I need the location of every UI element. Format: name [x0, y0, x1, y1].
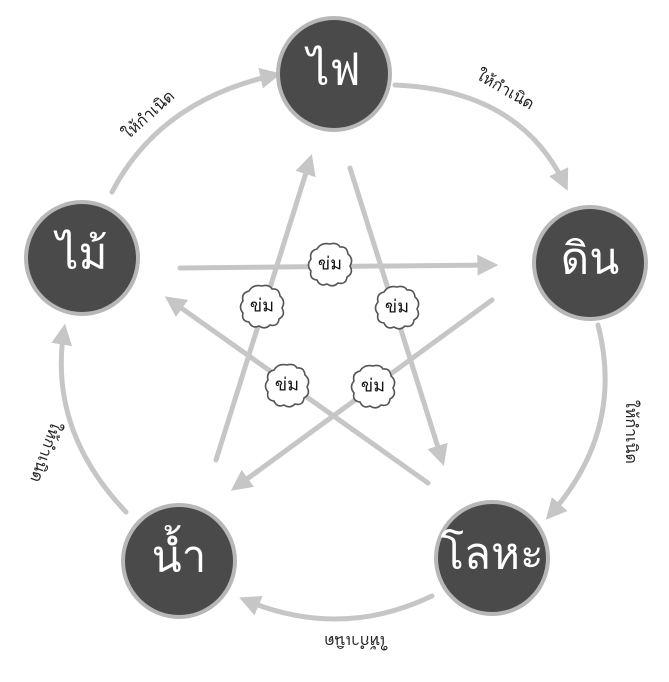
arrow-earth-to-metal — [545, 322, 608, 520]
node-earth: ดิน — [532, 205, 648, 321]
node-fire-label: ไฟ — [304, 45, 360, 96]
label-wood-to-fire: ให้กำเนิด — [118, 86, 178, 143]
control-badge-label: ข่ม — [275, 375, 299, 396]
control-badge-label: ข่ม — [361, 376, 385, 397]
label-earth-to-metal: ให้กำเนิด — [622, 400, 641, 464]
control-badge-label: ข่ม — [385, 297, 409, 318]
node-water-label: น้ำ — [152, 525, 207, 583]
control-badge-label: ข่ม — [250, 296, 274, 317]
control-badge-left: ข่ม — [239, 284, 285, 329]
node-water: น้ำ — [121, 503, 237, 619]
control-badge-bottom-left: ข่ม — [264, 363, 310, 408]
control-badge-top: ข่ม — [307, 242, 353, 287]
arrow-wood-to-fire — [109, 67, 282, 195]
node-wood: ไม้ — [24, 200, 140, 316]
node-fire: ไฟ — [276, 16, 392, 132]
arrow-metal-to-water — [239, 593, 435, 622]
control-badge-bottom-right: ข่ม — [350, 364, 396, 409]
node-metal: โลหะ — [434, 500, 550, 616]
node-metal-label: โลหะ — [440, 529, 543, 580]
node-wood-label: ไม้ — [53, 229, 107, 280]
control-badge-right: ข่ม — [374, 285, 420, 330]
label-metal-to-water: ให้กำเนิด — [324, 632, 388, 651]
node-earth-label: ดิน — [561, 234, 620, 285]
arrow-fire-to-earth — [392, 82, 569, 191]
control-badge-label: ข่ม — [318, 254, 342, 275]
arrow-water-to-wood — [51, 323, 129, 515]
label-water-to-wood: ให้กำเนิด — [26, 419, 66, 485]
